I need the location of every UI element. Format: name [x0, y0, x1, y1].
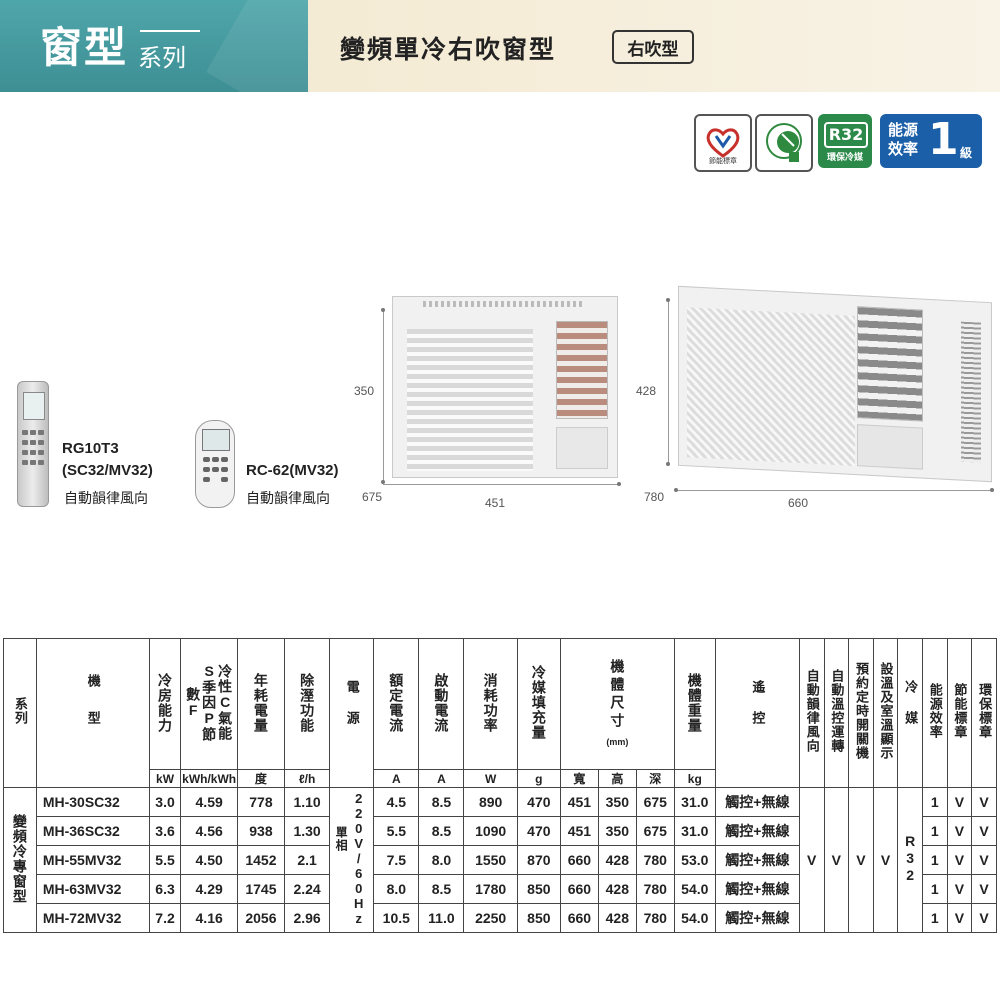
- col-weight: 機體重量: [673, 638, 716, 770]
- col-energy-label: 節能標章: [946, 638, 973, 788]
- col-model: 機型: [35, 638, 150, 788]
- series-label: 變頻冷專窗型: [3, 787, 37, 933]
- col-remote: 遙控: [714, 638, 800, 788]
- remote1-model: RG10T3: [62, 440, 119, 457]
- table-row: MH-72MV32 7.2 4.16 2056 2.96 10.5 11.0 2…: [4, 903, 997, 933]
- col-start: 啟動電流: [418, 638, 465, 770]
- r32-text: R32: [824, 122, 868, 148]
- col-cspf: 冷性C氣能S季因P節數F: [180, 638, 238, 770]
- ac-side-unit-image: [678, 285, 992, 483]
- page-header: 窗型 系列 變頻單冷右吹窗型 右吹型: [0, 0, 1000, 92]
- series-main-title: 窗型: [40, 23, 129, 72]
- temp-display-cell: V: [872, 787, 899, 933]
- remote1-feature: 自動韻律風向: [64, 491, 148, 507]
- energy-label-caption: 節能標章: [709, 157, 737, 165]
- eco-label-icon: [755, 114, 813, 172]
- direction-badge: 右吹型: [612, 30, 694, 64]
- timer-cell: V: [848, 787, 874, 933]
- col-power: 電源: [329, 638, 375, 788]
- efficiency-text: 能源效率: [888, 121, 919, 158]
- auto-temp-cell: V: [823, 787, 850, 933]
- col-auto-temp: 自動溫控運轉: [823, 638, 850, 788]
- col-dehumid: 除溼功能: [284, 638, 331, 770]
- efficiency-unit: 級: [960, 146, 973, 160]
- r32-caption: 環保冷媒: [826, 153, 863, 163]
- efficiency-number: 1: [928, 114, 959, 165]
- refrigerant-cell: R32: [897, 787, 923, 933]
- power-supply-cell: 單相 220V/60Hz: [329, 787, 375, 933]
- table-row: 變頻冷專窗型 MH-30SC32 3.0 4.59 778 1.10 單相 22…: [3, 787, 997, 933]
- side-width-dim: 660: [788, 496, 809, 510]
- col-auto-swing: 自動韻律風向: [798, 638, 825, 788]
- remote2-model: RC-62(MV32): [246, 462, 339, 479]
- col-cooling: 冷房能力: [148, 638, 182, 770]
- col-temp-display: 設溫及室溫顯示: [872, 638, 899, 788]
- energy-label-icon: 節能標章: [694, 114, 752, 172]
- col-annual: 年耗電量: [236, 638, 286, 770]
- remote-rc62-image: [195, 420, 235, 508]
- spec-table: 系列 機型 冷房能力 冷性C氣能S季因P節數F 年耗電量 除溼功能 電源 額定電…: [3, 638, 997, 933]
- remote2-feature: 自動韻律風向: [246, 491, 330, 507]
- product-title: 變頻單冷右吹窗型: [340, 35, 557, 64]
- remote-rg10t3-image: [17, 381, 49, 507]
- col-size: 機體尺寸 (mm): [559, 638, 675, 770]
- series-banner: 窗型 系列: [0, 0, 308, 92]
- col-eco-label: 環保標章: [971, 638, 997, 788]
- col-refrig: 冷媒填充量: [516, 638, 561, 770]
- auto-swing-cell: V: [798, 787, 825, 933]
- side-depth-dim: 780: [644, 490, 665, 504]
- remote1-compat: (SC32/MV32): [62, 462, 153, 479]
- ac-front-unit-image: [392, 296, 618, 478]
- col-consume: 消耗功率: [463, 638, 518, 770]
- front-height-dim: 350: [354, 384, 375, 398]
- col-efficiency: 能源效率: [921, 638, 948, 788]
- col-timer: 預約定時開關機: [848, 638, 874, 788]
- series-subtitle: 系列: [138, 44, 186, 72]
- table-row: MH-55MV32 5.5 4.50 1452 2.1 7.5 8.0 1550…: [4, 845, 997, 875]
- table-row: MH-63MV32 6.3 4.29 1745 2.24 8.0 8.5 178…: [4, 874, 997, 904]
- series-underline: [140, 30, 200, 32]
- units-row: kW kWh/kWh 度 ℓ/h A A W g 寬 高 深 kg: [4, 769, 997, 788]
- col-rated: 額定電流: [373, 638, 420, 770]
- col-series: 系列: [3, 638, 37, 788]
- front-depth-dim: 675: [362, 490, 383, 504]
- r32-refrigerant-icon: R32 環保冷媒: [818, 114, 872, 168]
- side-height-dim: 428: [636, 384, 657, 398]
- table-row: MH-36SC32 3.6 4.56 938 1.30 5.5 8.5 1090…: [4, 816, 997, 846]
- front-width-dim: 451: [485, 496, 506, 510]
- efficiency-grade-label: 能源效率 1 級: [880, 114, 982, 168]
- col-refrigerant: 冷媒: [897, 638, 923, 788]
